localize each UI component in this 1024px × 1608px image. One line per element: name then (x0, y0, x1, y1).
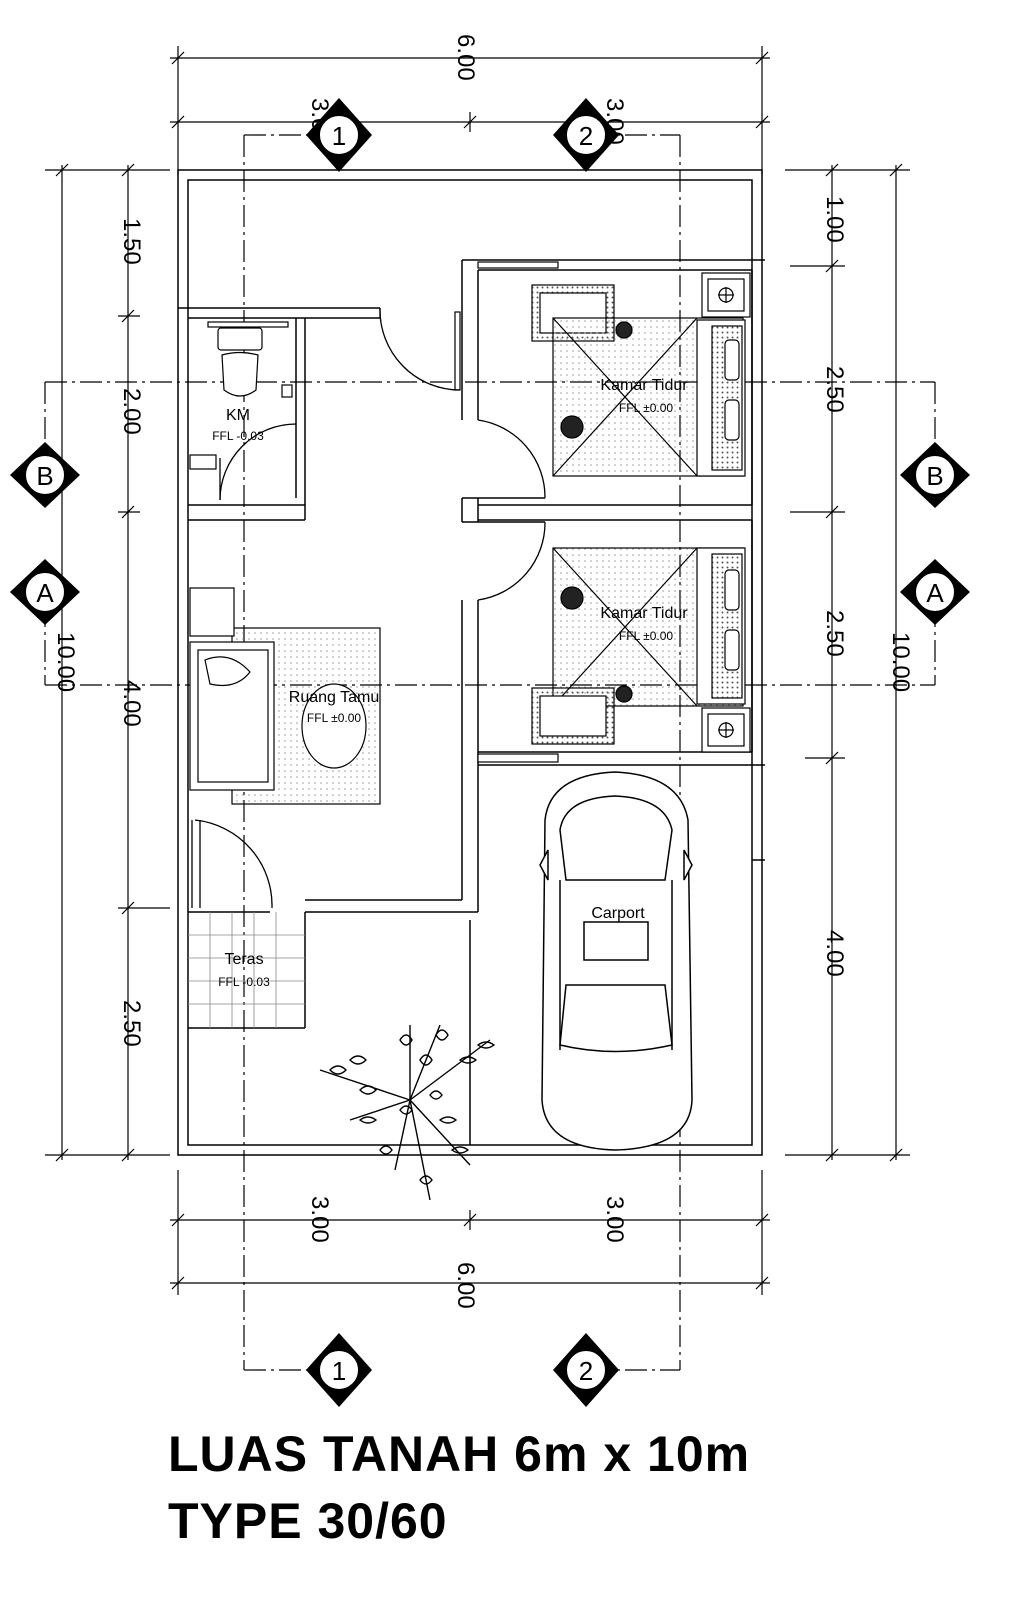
dim-half-width-left-bottom: 3.00 (306, 1196, 333, 1243)
grid-bubble-b-left: B (10, 442, 80, 508)
dim-right-chain-4: 4.00 (821, 930, 848, 977)
svg-text:2: 2 (579, 121, 593, 151)
dim-half-width-right-bottom: 3.00 (601, 1196, 628, 1243)
room-label-terrace: Teras (224, 951, 263, 968)
grid-bubble-b-right: B (900, 442, 970, 508)
bathroom-fixtures (189, 327, 293, 470)
dim-left-chain-1: 1.50 (118, 218, 145, 265)
dim-right-chain-3: 2.50 (821, 610, 848, 657)
bedroom-bottom-furniture (531, 547, 751, 753)
dim-total-width-bottom: 6.00 (452, 1262, 479, 1309)
tree-icon (319, 1024, 496, 1201)
dimension-lines-top (170, 46, 770, 175)
dim-total-depth-right: 10.00 (887, 632, 914, 692)
grid-bubble-1-top: 1 (306, 98, 372, 172)
ffl-label-terrace: FFL -0.03 (218, 975, 270, 989)
dim-left-chain-2: 2.00 (118, 388, 145, 435)
grid-bubble-2-bottom: 2 (553, 1333, 619, 1407)
dim-right-chain-2: 2.50 (821, 366, 848, 413)
dim-total-width-top: 6.00 (452, 34, 479, 81)
door-swings (191, 307, 546, 909)
svg-text:B: B (36, 461, 53, 491)
ffl-label-bedroom-top: FFL ±0.00 (619, 401, 673, 415)
car (539, 771, 693, 1151)
grid-bubble-a-left: A (10, 559, 80, 625)
dimension-lines-right (785, 163, 910, 1162)
svg-text:A: A (36, 578, 54, 608)
dim-left-chain-3: 4.00 (118, 680, 145, 727)
room-label-carport: Carport (591, 905, 645, 922)
room-label-bedroom-top: Kamar Tidur (600, 377, 688, 394)
title-house-type: TYPE 30/60 (168, 1493, 448, 1549)
grid-bubble-2-top: 2 (553, 98, 619, 172)
bedroom-top-furniture (531, 272, 751, 477)
ffl-label-km: FFL -0.03 (212, 429, 264, 443)
dim-left-chain-4: 2.50 (118, 1000, 145, 1047)
svg-text:A: A (926, 578, 944, 608)
dim-total-depth-left: 10.00 (52, 632, 79, 692)
dimension-lines-bottom (170, 1170, 770, 1295)
svg-text:2: 2 (579, 1356, 593, 1386)
dim-right-chain-1: 1.00 (821, 196, 848, 243)
dimension-lines-left (45, 163, 170, 1162)
title-land-area: LUAS TANAH 6m x 10m (168, 1426, 751, 1482)
room-label-living: Ruang Tamu (289, 689, 379, 706)
svg-text:B: B (926, 461, 943, 491)
terrace-floor (188, 912, 305, 1028)
svg-text:1: 1 (332, 1356, 346, 1386)
living-room-furniture (189, 587, 381, 805)
svg-text:1: 1 (332, 121, 346, 151)
windows (207, 261, 559, 763)
ffl-label-bedroom-bottom: FFL ±0.00 (619, 629, 673, 643)
grid-bubble-a-right: A (900, 559, 970, 625)
ffl-label-living: FFL ±0.00 (307, 711, 361, 725)
room-label-km: KM (226, 407, 250, 424)
grid-bubble-1-bottom: 1 (306, 1333, 372, 1407)
room-label-bedroom-bottom: Kamar Tidur (600, 605, 688, 622)
